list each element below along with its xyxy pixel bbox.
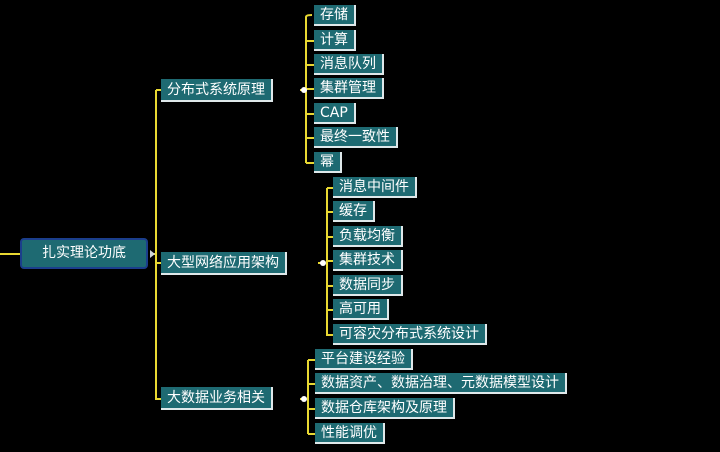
leaf-node[interactable]: 数据仓库架构及原理	[315, 398, 455, 419]
leaf-node[interactable]: 缓存	[333, 201, 375, 222]
leaf-node[interactable]: 数据资产、数据治理、元数据模型设计	[315, 373, 567, 394]
collapse-dot-icon[interactable]	[301, 87, 307, 93]
leaf-node[interactable]: 性能调优	[315, 423, 385, 444]
leaf-node[interactable]: 存储	[314, 5, 356, 26]
leaf-node[interactable]: 消息中间件	[333, 177, 417, 198]
leaf-node[interactable]: 可容灾分布式系统设计	[333, 324, 487, 345]
leaf-node[interactable]: 集群技术	[333, 250, 403, 271]
leaf-node[interactable]: 负载均衡	[333, 226, 403, 247]
leaf-node[interactable]: 幂	[314, 152, 342, 173]
branch-node-distributed-systems[interactable]: 分布式系统原理	[161, 79, 273, 102]
leaf-node[interactable]: 高可用	[333, 299, 389, 320]
leaf-node[interactable]: 集群管理	[314, 78, 384, 99]
leaf-node[interactable]: CAP	[314, 103, 356, 124]
leaf-node[interactable]: 消息队列	[314, 54, 384, 75]
collapse-dot-icon[interactable]	[301, 396, 307, 402]
root-node[interactable]: 扎实理论功底	[20, 238, 148, 269]
leaf-node[interactable]: 计算	[314, 30, 356, 51]
leaf-node[interactable]: 数据同步	[333, 275, 403, 296]
branch-node-web-architecture[interactable]: 大型网络应用架构	[161, 252, 287, 275]
leaf-node[interactable]: 平台建设经验	[315, 349, 413, 370]
leaf-node[interactable]: 最终一致性	[314, 127, 398, 148]
collapse-dot-icon[interactable]	[320, 260, 326, 266]
branch-node-big-data[interactable]: 大数据业务相关	[161, 387, 273, 410]
